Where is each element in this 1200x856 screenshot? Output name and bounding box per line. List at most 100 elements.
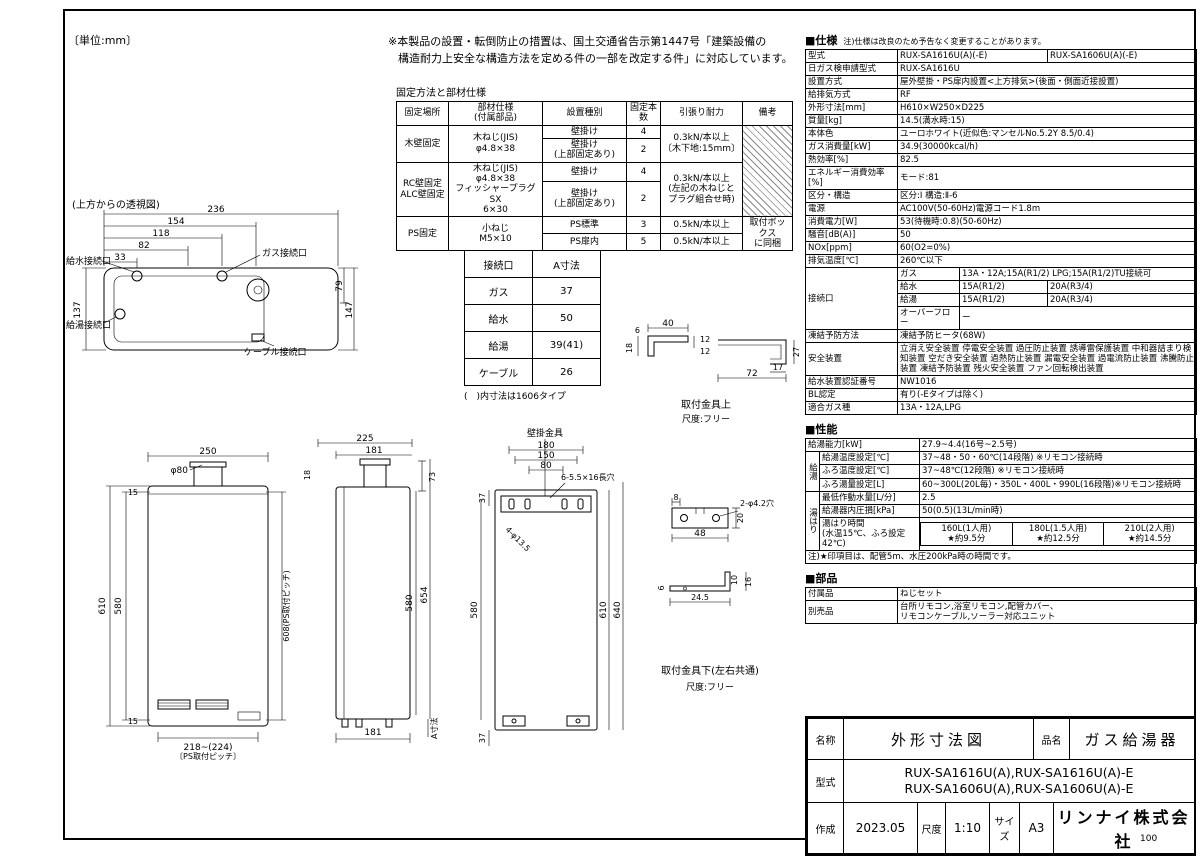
dim-15-top: 15 bbox=[128, 488, 138, 497]
row-value: 26 bbox=[532, 358, 601, 386]
spec-model-a: RUX-SA1616U(A)(-E) bbox=[897, 48, 1048, 64]
row-value: 60(O2=0%) bbox=[897, 241, 1197, 256]
spec-section-header: ■仕様注)仕様は改良のため予告なく変更することがあります。 bbox=[805, 29, 1196, 48]
dim-79: 79 bbox=[335, 280, 345, 292]
table-row: 質量[kg]14.5(満水時:15) bbox=[805, 114, 1197, 129]
row-label: 給湯 bbox=[464, 331, 533, 359]
table-row: 排気温度[℃]260℃以下 bbox=[805, 254, 1197, 269]
row-value: 39(41) bbox=[532, 331, 601, 359]
dim-37-bottom: 37 bbox=[478, 733, 487, 743]
wood-type2: 壁掛け (上部固定あり) bbox=[542, 138, 627, 163]
row-label: 外形寸法[mm] bbox=[805, 101, 898, 116]
table-row: NOx[ppm]60(O2=0%) bbox=[805, 241, 1197, 256]
bracket-lower-drawing: 8 2-φ4.2穴 20 48 6 10 16 24.5 取付金具下(左右共通)… bbox=[657, 493, 774, 693]
dim-610: 610 bbox=[98, 597, 108, 614]
parts-table: 付属品ねじセット別売品台所リモコン,浴室リモコン,配管カバー、 リモコンケーブル… bbox=[805, 586, 1197, 624]
bracket-upper-dim-lines bbox=[637, 324, 795, 382]
dim-150: 150 bbox=[537, 451, 554, 461]
table-row: 区分・構造区分:Ⅰ 構造:Ⅱ-6 bbox=[805, 189, 1197, 204]
dim-654: 654 bbox=[420, 586, 430, 603]
dim-236: 236 bbox=[207, 205, 224, 215]
perf-temp-value: 37~48・50・60℃(14段階) ※リモコン接続時 bbox=[919, 451, 1197, 466]
dim-580-rear: 580 bbox=[470, 601, 480, 618]
rc-count1: 4 bbox=[626, 161, 661, 183]
row-label: 適合ガス種 bbox=[805, 401, 898, 416]
ps-strength1: 0.5kN/本以上 bbox=[660, 216, 743, 235]
size-label: サイズ bbox=[989, 802, 1020, 854]
model-label: 型式 bbox=[807, 759, 844, 803]
col-type: 設置種別 bbox=[542, 101, 627, 126]
ps-count2: 5 bbox=[626, 233, 661, 252]
performance-tbody: 給湯能力[kW] 27.9~4.4(16号~2.5号) 給湯 給湯温度設定[℃]… bbox=[805, 438, 1197, 564]
label-hotwater-connection: 給湯接続口 bbox=[66, 319, 111, 331]
ps-material: 小ねじ M5×10 bbox=[448, 216, 543, 252]
parts-section-header: ■部品 bbox=[805, 567, 1196, 586]
label-wall-bracket: 壁掛金具 bbox=[527, 427, 563, 439]
spec-conn-water-b: 20A(R3/4) bbox=[1047, 280, 1197, 295]
dim-250: 250 bbox=[199, 447, 216, 457]
table-row: エネルギー消費効率[%]モード:81 bbox=[805, 166, 1197, 191]
spec-model-row: 型式 RUX-SA1616U(A)(-E) RUX-SA1606U(A)(-E) bbox=[805, 48, 1197, 64]
drawing-sheet-frame bbox=[63, 9, 1196, 840]
regulation-note-line1: ※本製品の設置・転倒防止の措置は、国土交通省告示第1447号「建築設備の bbox=[388, 35, 767, 48]
dim-6: 6 bbox=[657, 585, 666, 590]
rear-view-drawing: 壁掛金具 180 150 80 37 6-5.5×16長穴 4-φ13.5 58… bbox=[470, 427, 624, 746]
col-strength: 引張り耐力 bbox=[660, 101, 743, 126]
rc-count2: 2 bbox=[626, 181, 661, 218]
spec-conn-label: 接続口 bbox=[805, 267, 898, 331]
row-value: 14.5(満水時:15) bbox=[897, 114, 1197, 129]
row-value: 50 bbox=[897, 228, 1197, 243]
performance-table: 給湯能力[kW] 27.9~4.4(16号~2.5号) 給湯 給湯温度設定[℃]… bbox=[805, 438, 1197, 564]
spec-conn-overflow-value: ー bbox=[959, 306, 1197, 331]
ps-strength2: 0.5kN/本以上 bbox=[660, 233, 743, 252]
connection-note: ( )内寸法は1606タイプ bbox=[464, 392, 566, 402]
table-row: 本体色ユーロホワイト(近似色:マンセルNo.5.2Y 8.5/0.4) bbox=[805, 127, 1197, 142]
row-value: H610×W250×D225 bbox=[897, 101, 1197, 116]
dim-10: 10 bbox=[730, 575, 739, 585]
dim-181-bottom: 181 bbox=[364, 728, 381, 738]
perf-fill-label: 湯はり時間 (水温15℃、ふろ設定42℃) bbox=[819, 516, 920, 551]
dim-73: 73 bbox=[428, 472, 437, 482]
row-label: 設置方式 bbox=[805, 75, 898, 90]
perf-bath-temp-row: ふろ温度設定[℃] 37~48℃(12段階) ※リモコン接続時 bbox=[806, 464, 1197, 479]
item-name: ガス給湯器 bbox=[1069, 718, 1195, 760]
created-date: 2023.05 bbox=[843, 802, 918, 854]
table-row: 凍結予防方法凍結予防ヒータ(68W) bbox=[805, 329, 1197, 344]
rear-view-dim-lines bbox=[480, 439, 624, 746]
perf-bath-vol-value: 60~300L(20L毎)・350L・400L・990L(16段階)※リモコン接… bbox=[919, 477, 1197, 492]
table-row: 外形寸法[mm]H610×W250×D225 bbox=[805, 101, 1197, 116]
perf-capacity-label: 給湯能力[kW] bbox=[805, 438, 920, 453]
label-cable-connection: ケーブル接続口 bbox=[244, 346, 306, 358]
created-label: 作成 bbox=[807, 802, 844, 854]
row-value: 37 bbox=[532, 277, 601, 305]
dim-640: 640 bbox=[613, 601, 623, 618]
perf-capacity-row: 給湯能力[kW] 27.9~4.4(16号~2.5号) bbox=[805, 438, 1197, 453]
fixing-header-row: 固定場所 部材仕様 (付属部品) 設置種別 固定本数 引張り耐力 備考 bbox=[396, 101, 793, 126]
dim-580: 580 bbox=[114, 597, 124, 614]
row-value: 台所リモコン,浴室リモコン,配管カバー、 リモコンケーブル,ソーラー対応ユニット bbox=[897, 599, 1197, 624]
bracket-lower-dim-lines bbox=[669, 498, 747, 606]
front-view-body bbox=[147, 461, 269, 727]
rc-strength: 0.3kN/本以上 (左記の木ねじと プラグ組合せ時) bbox=[660, 161, 743, 218]
dim-118: 118 bbox=[152, 229, 169, 239]
fixing-row-ps-2: PS扉内 5 0.5kN/本以上 bbox=[397, 233, 793, 252]
fixing-tbody: 固定場所 部材仕様 (付属部品) 設置種別 固定本数 引張り耐力 備考 木壁固定… bbox=[396, 101, 793, 252]
wood-location: 木壁固定 bbox=[396, 124, 449, 163]
row-value: AC100V(50-60Hz)電源コード1.8m bbox=[897, 202, 1197, 217]
spec-conn-overflow-label: オーバーフロー bbox=[897, 306, 960, 331]
fixing-methods-block: 固定方法と部材仕様 固定場所 部材仕様 (付属部品) 設置種別 固定本数 引張り… bbox=[396, 84, 793, 252]
spec-model-tbody: 型式 RUX-SA1616U(A)(-E) RUX-SA1606U(A)(-E) bbox=[805, 48, 1197, 64]
ps-type2: PS扉内 bbox=[542, 233, 627, 252]
dim-17: 17 bbox=[773, 363, 783, 372]
label-gas-connection: ガス接続口 bbox=[262, 247, 307, 259]
perf-fill-160: 160L(1人用) ★約9.5分 bbox=[920, 521, 1013, 546]
row-value: 凍結予防ヒータ(68W) bbox=[897, 329, 1197, 344]
row-value: 34.9(30000kcal/h) bbox=[897, 140, 1197, 155]
perf-bath-temp-value: 37~48℃(12段階) ※リモコン接続時 bbox=[919, 464, 1197, 479]
